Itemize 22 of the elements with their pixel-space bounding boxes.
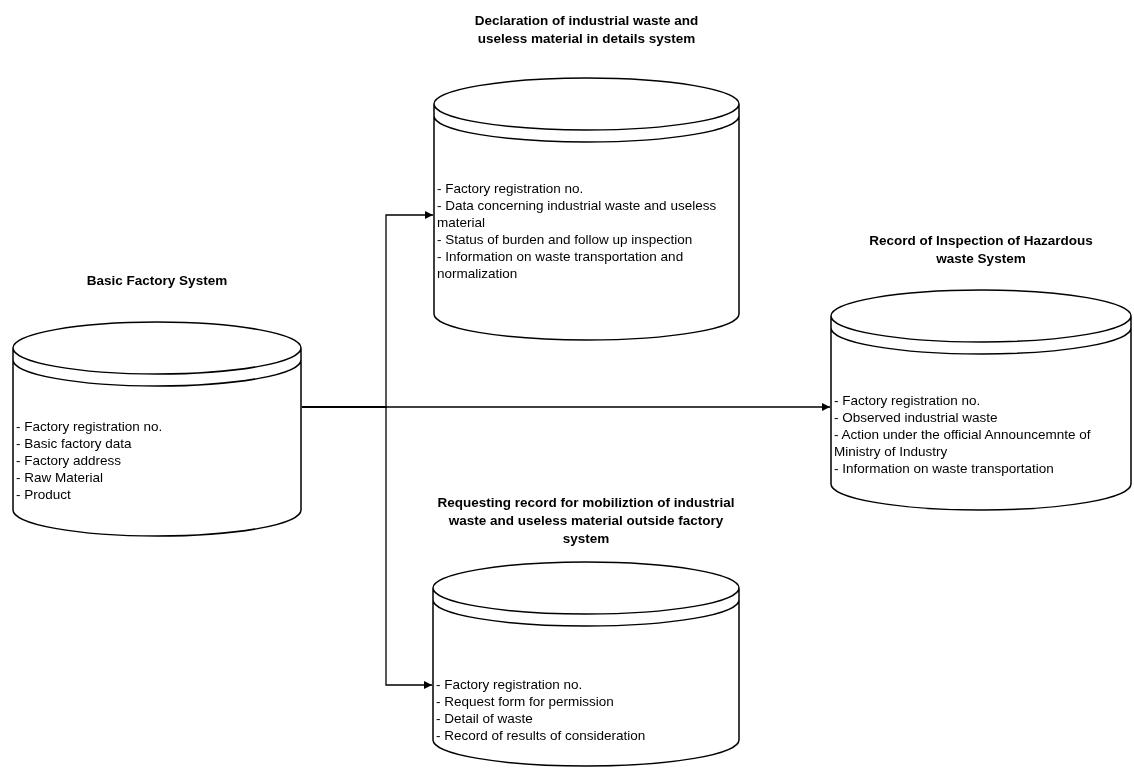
field-item: - Data concerning industrial waste and useless material [437, 197, 718, 231]
field-item: - Raw Material [16, 469, 105, 486]
field-item: - Record of results of consideration [436, 727, 647, 744]
field-item: - Observed industrial waste [834, 409, 999, 426]
system-title: Requesting record for mobiliztion of industrial waste and useless material outside factory system [436, 494, 736, 548]
field-item: - Product [16, 486, 72, 503]
system-title: Basic Factory System [85, 272, 229, 290]
field-item: - Request form for permission [436, 693, 615, 710]
field-item: - Detail of waste [436, 710, 534, 727]
field-item: - Information on waste transportation [834, 460, 1055, 477]
arrow [301, 406, 433, 689]
field-item: - Factory registration no. [436, 676, 584, 693]
field-item: - Information on waste transportation and normalization [437, 248, 685, 282]
system-title: Record of Inspection of Hazardous waste System [868, 232, 1094, 268]
system-title: Declaration of industrial waste and useless material in details system [473, 12, 700, 48]
field-item: - Factory address [16, 452, 123, 469]
field-item: - Factory registration no. [834, 392, 982, 409]
field-item: - Action under the official Announcemnte of Ministry of Industry [834, 426, 1092, 460]
field-item: - Status of burden and follow up inspection [437, 231, 694, 248]
field-item: - Factory registration no. [437, 180, 585, 197]
field-item: - Factory registration no. [16, 418, 164, 435]
field-item: - Basic factory data [16, 435, 133, 452]
